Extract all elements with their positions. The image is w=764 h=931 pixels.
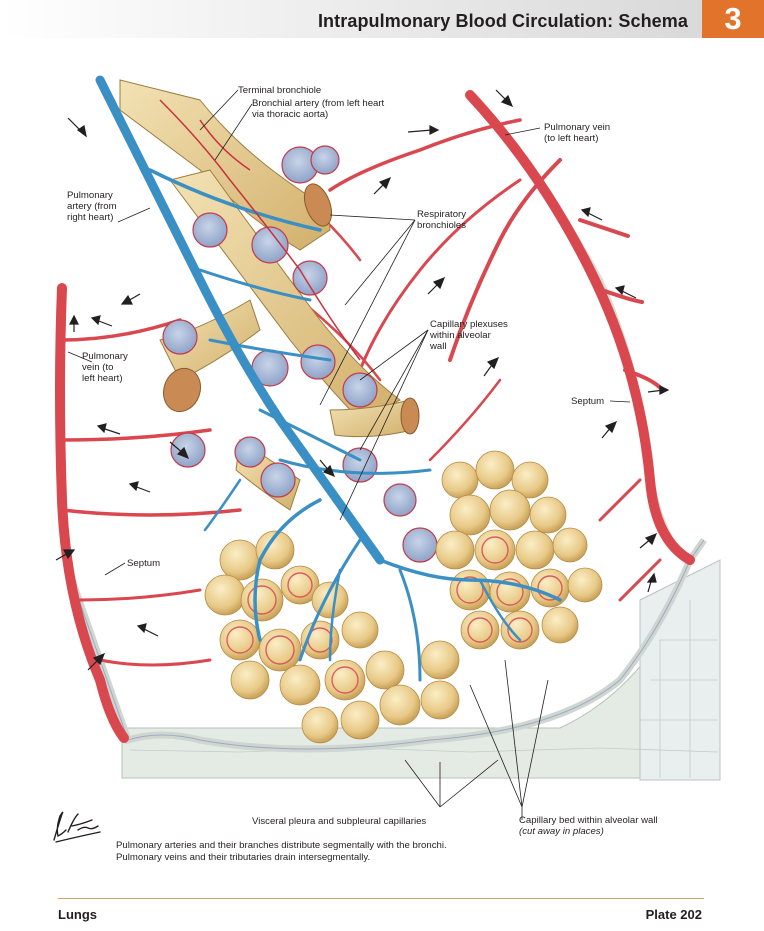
pulmonary-veins [55, 90, 695, 743]
label-bronchial-artery: Bronchial artery (from left heart via th… [252, 98, 385, 120]
caption-line-2: Pulmonary veins and their tributaries dr… [116, 852, 371, 863]
label-terminal-bronchiole: Terminal bronchiole [238, 85, 322, 96]
leader-lines [67, 89, 631, 820]
footer-divider [58, 898, 704, 899]
caption-line-1: Pulmonary arteries and their branches di… [116, 840, 447, 851]
artist-signature [53, 811, 101, 843]
label-visceral-pleura: Visceral pleura and subpleural capillari… [252, 816, 427, 827]
label-respiratory-bronchioles: Respiratory bronchioles [417, 209, 467, 231]
label-septum-right: Septum [571, 396, 605, 407]
label-capillary-plexuses: Capillary plexuses within alveolar wall [430, 319, 508, 352]
label-pulmonary-vein-top: Pulmonary vein (to left heart) [544, 122, 611, 144]
footer-section: Lungs [58, 907, 97, 922]
figure-caption: Pulmonary arteries and their branches di… [116, 840, 447, 864]
chapter-tab: 3 [702, 0, 764, 38]
alveolar-sacs-upper [162, 145, 438, 563]
flow-arrows [55, 89, 670, 671]
header-band [0, 0, 764, 38]
label-capillary-bed: Capillary bed within alveolar wall [519, 815, 658, 826]
label-pulmonary-vein-left: Pulmonary vein (to left heart) [82, 351, 128, 384]
footer-plate-number: Plate 202 [645, 907, 702, 922]
alveolar-clusters-lower [204, 450, 603, 744]
page-title: Intrapulmonary Blood Circulation: Schema [317, 11, 688, 31]
pulmonary-arteries [95, 75, 562, 682]
circulation-illustration [55, 75, 721, 820]
label-capillary-bed-note: (cut away in places) [519, 826, 604, 837]
label-pulmonary-artery: Pulmonary artery (from right heart) [67, 190, 117, 223]
label-septum-left: Septum [127, 558, 161, 569]
